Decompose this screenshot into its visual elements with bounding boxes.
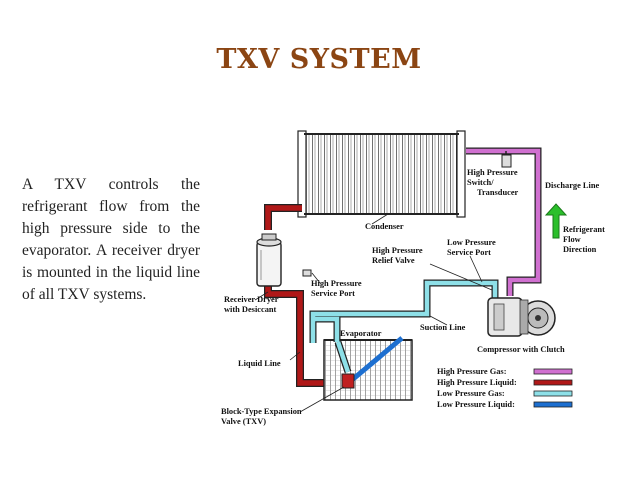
condenser	[297, 130, 466, 218]
legend-label-lp-liquid: Low Pressure Liquid:	[437, 400, 515, 409]
label-lp-port-1: Low Pressure	[447, 238, 496, 247]
compressor	[487, 297, 556, 337]
suction-line	[310, 280, 498, 373]
label-compressor: Compressor with Clutch	[477, 345, 565, 354]
flow-direction-arrow	[544, 203, 568, 239]
legend-label-hp-gas: High Pressure Gas:	[437, 367, 507, 376]
label-hp-port-1: High Pressure	[311, 279, 362, 288]
legend-label-hp-liquid: High Pressure Liquid:	[437, 378, 517, 387]
label-hp-port-2: Service Port	[311, 289, 355, 298]
label-hp-switch-2: Switch/	[467, 178, 494, 187]
label-relief-1: High Pressure	[372, 246, 423, 255]
legend-swatch-hp-liquid	[533, 379, 573, 386]
label-expansion-1: Block-Type Expansion	[221, 407, 302, 416]
label-lp-port-2: Service Port	[447, 248, 491, 257]
low-pressure-liquid-line	[350, 336, 404, 382]
label-evaporator: Evaporator	[340, 329, 382, 338]
hp-switch	[501, 151, 512, 168]
legend-swatch-lp-gas	[533, 390, 573, 397]
legend-label-lp-gas: Low Pressure Gas:	[437, 389, 505, 398]
high-pressure-liquid-fill	[265, 205, 345, 386]
label-hp-switch-1: High Pressure	[467, 168, 518, 177]
label-expansion-2: Valve (TXV)	[221, 417, 266, 426]
expansion-valve	[341, 373, 355, 389]
leader-lines	[254, 213, 493, 413]
label-suction-line: Suction Line	[420, 323, 466, 332]
legend: High Pressure Gas: High Pressure Liquid:…	[437, 367, 573, 409]
label-receiver-2: with Desiccant	[224, 305, 277, 314]
discharge-line	[466, 148, 541, 296]
page-title: TXV SYSTEM	[216, 44, 422, 75]
label-flow-3: Direction	[563, 245, 597, 254]
label-liquid-line: Liquid Line	[238, 359, 281, 368]
receiver-dryer	[256, 233, 282, 287]
description-text: A TXV controls the refrigerant flow from…	[22, 176, 200, 303]
label-receiver-1: Receiver Dryer	[224, 295, 279, 304]
label-relief-2: Relief Valve	[372, 256, 415, 265]
hp-service-port	[302, 269, 312, 277]
legend-swatch-lp-liquid	[533, 401, 573, 408]
label-flow-1: Refrigerant	[563, 225, 605, 234]
label-discharge-line: Discharge Line	[545, 181, 599, 190]
label-hp-switch-3: Transducer	[477, 188, 519, 197]
label-flow-2: Flow	[563, 235, 581, 244]
legend-swatch-hp-gas	[533, 368, 573, 375]
label-condenser: Condenser	[365, 222, 404, 231]
